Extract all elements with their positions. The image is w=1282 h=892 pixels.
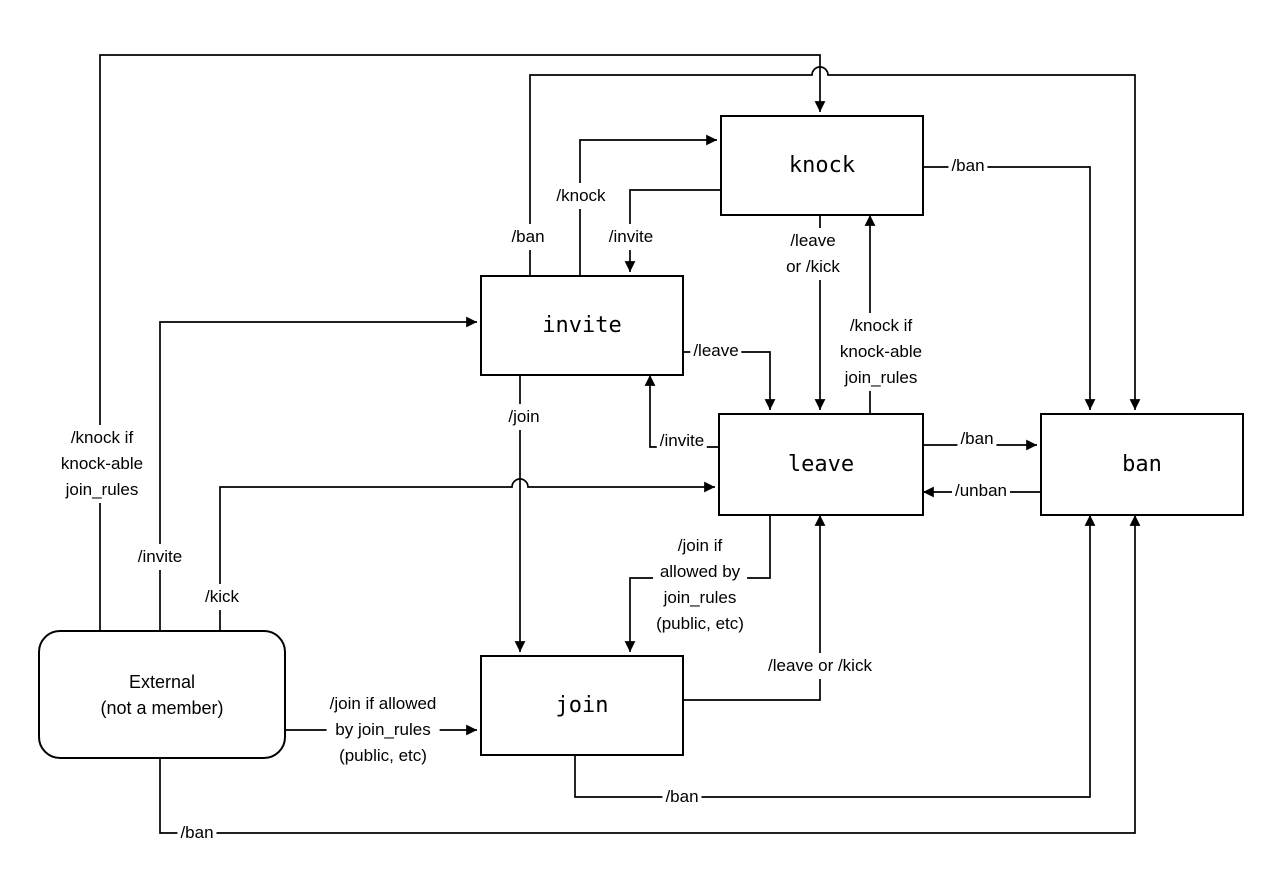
edge-label-leave-invite: /invite <box>656 428 708 454</box>
state-node-invite: invite <box>480 275 684 376</box>
state-node-knock-label: knock <box>788 153 856 178</box>
edge-label-external-ban: /ban <box>177 820 217 846</box>
state-node-join: join <box>480 655 684 756</box>
state-node-external-label: External (not a member) <box>100 671 224 718</box>
edge-label-external-leave: /kick <box>202 584 242 610</box>
edge-invite-knock <box>579 134 717 275</box>
edge-label-invite-join: /join <box>505 404 543 430</box>
state-node-ban: ban <box>1040 413 1244 516</box>
state-node-leave: leave <box>718 413 924 516</box>
edge-label-invite-ban: /ban <box>508 224 548 250</box>
edge-label-knock-invite: /invite <box>605 224 657 250</box>
state-node-ban-label: ban <box>1122 452 1162 477</box>
state-node-knock: knock <box>720 115 924 216</box>
edge-external-knock <box>99 54 826 630</box>
edge-join-leave <box>680 515 826 701</box>
state-node-join-label: join <box>555 693 609 718</box>
edge-label-external-knock: /knock if knock-able join_rules <box>57 425 147 503</box>
edge-invite-ban <box>529 66 1141 410</box>
edge-external-invite <box>159 316 477 630</box>
state-node-external: External (not a member) <box>38 630 286 759</box>
edge-label-invite-knock: /knock <box>553 183 609 209</box>
state-node-leave-label: leave <box>787 452 855 477</box>
state-node-invite-label: invite <box>542 313 622 338</box>
edge-label-external-invite: /invite <box>134 544 186 570</box>
edge-label-join-ban: /ban <box>662 784 702 810</box>
edge-label-join-leave: /leave or /kick <box>765 653 875 679</box>
edge-label-leave-join: /join if allowed by join_rules (public, … <box>653 533 747 637</box>
edge-label-ban-leave: /unban <box>952 478 1010 504</box>
edge-label-external-join: /join if allowed by join_rules (public, … <box>326 691 440 769</box>
edge-external-ban <box>159 515 1141 834</box>
edge-label-leave-ban: /ban <box>957 426 997 452</box>
edge-knock-ban <box>920 166 1096 410</box>
edge-join-ban <box>574 515 1096 798</box>
edge-external-leave <box>219 478 715 630</box>
edge-label-leave-knock: /knock if knock-able join_rules <box>836 313 926 391</box>
edge-label-knock-leave: /leave or /kick <box>783 228 843 280</box>
edge-label-invite-leave: /leave <box>690 338 742 364</box>
edge-label-knock-ban: /ban <box>948 153 988 179</box>
